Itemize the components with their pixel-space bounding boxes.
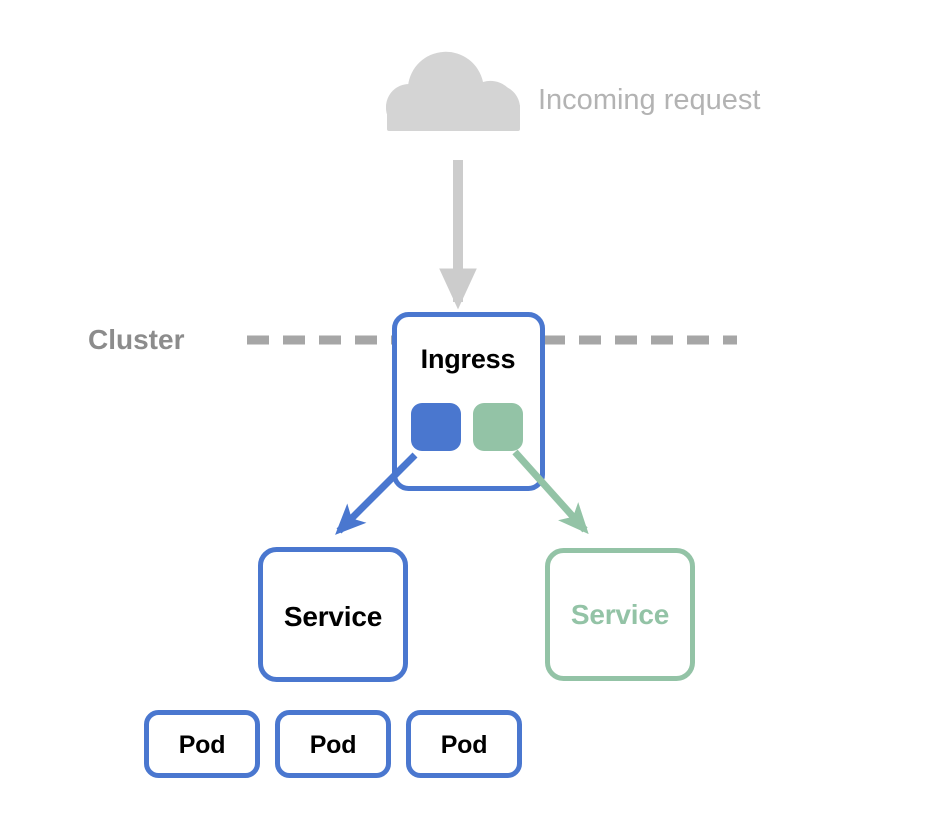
connector-ingress-to-service-primary: [335, 452, 418, 535]
pod-2-box[interactable]: [275, 710, 391, 778]
connector-ingress-to-service-secondary: [512, 449, 589, 535]
ingress-route-primary-chip[interactable]: [411, 403, 461, 451]
pod-3-box[interactable]: [406, 710, 522, 778]
pod-1-box[interactable]: [144, 710, 260, 778]
service-secondary-box[interactable]: [545, 548, 695, 681]
ingress-route-secondary-chip[interactable]: [473, 403, 523, 451]
cloud-icon: [386, 51, 520, 131]
service-primary-box[interactable]: [258, 547, 408, 682]
